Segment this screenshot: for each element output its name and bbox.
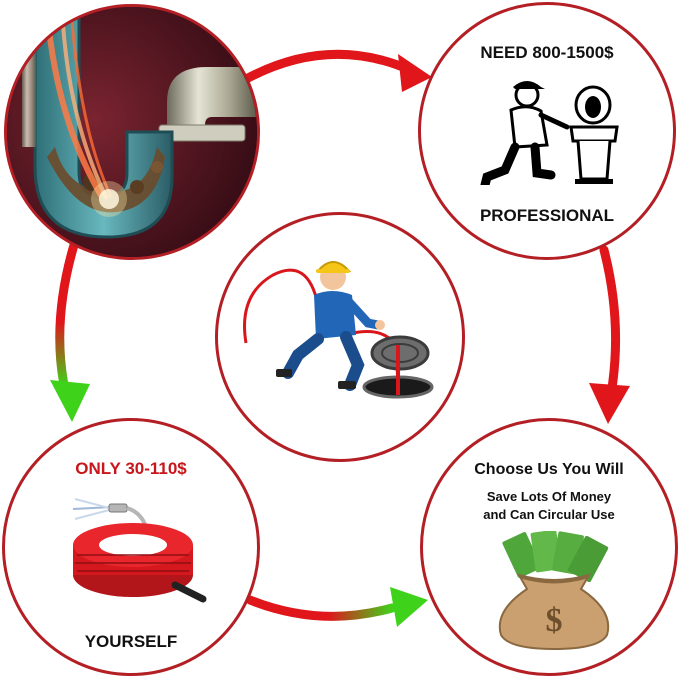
red-hose-reel-icon <box>72 498 207 603</box>
arrow-pipe-to-yourself <box>50 240 90 422</box>
money-bag-icon: $ <box>498 531 610 651</box>
professional-price: NEED 800-1500$ <box>480 43 614 62</box>
plumber-toilet-icon <box>480 81 619 185</box>
worker-manhole-icon <box>243 261 434 399</box>
professional-caption: PROFESSIONAL <box>479 206 615 225</box>
yourself-price: ONLY 30-110$ <box>75 459 187 478</box>
svg-text:$: $ <box>546 602 563 639</box>
arrow-professional-to-savings <box>589 245 630 424</box>
savings-line-1: Save Lots Of Money <box>486 489 612 504</box>
arrow-yourself-to-savings <box>245 587 428 627</box>
diy-worker-circle <box>215 212 465 462</box>
clogged-pipe-circle <box>4 4 260 260</box>
professional-circle: NEED 800-1500$ PROFESSIONAL <box>418 2 676 260</box>
arrow-pipe-to-professional <box>243 49 432 92</box>
yourself-circle: ONLY 30-110$ YOURSELF <box>2 418 260 676</box>
yourself-caption: YOURSELF <box>84 632 178 651</box>
clogged-pipe-icon <box>7 7 257 257</box>
savings-headline: Choose Us You Will <box>474 461 624 478</box>
savings-circle: Choose Us You Will Save Lots Of Money an… <box>420 418 678 676</box>
savings-line-2: and Can Circular Use <box>483 507 615 522</box>
